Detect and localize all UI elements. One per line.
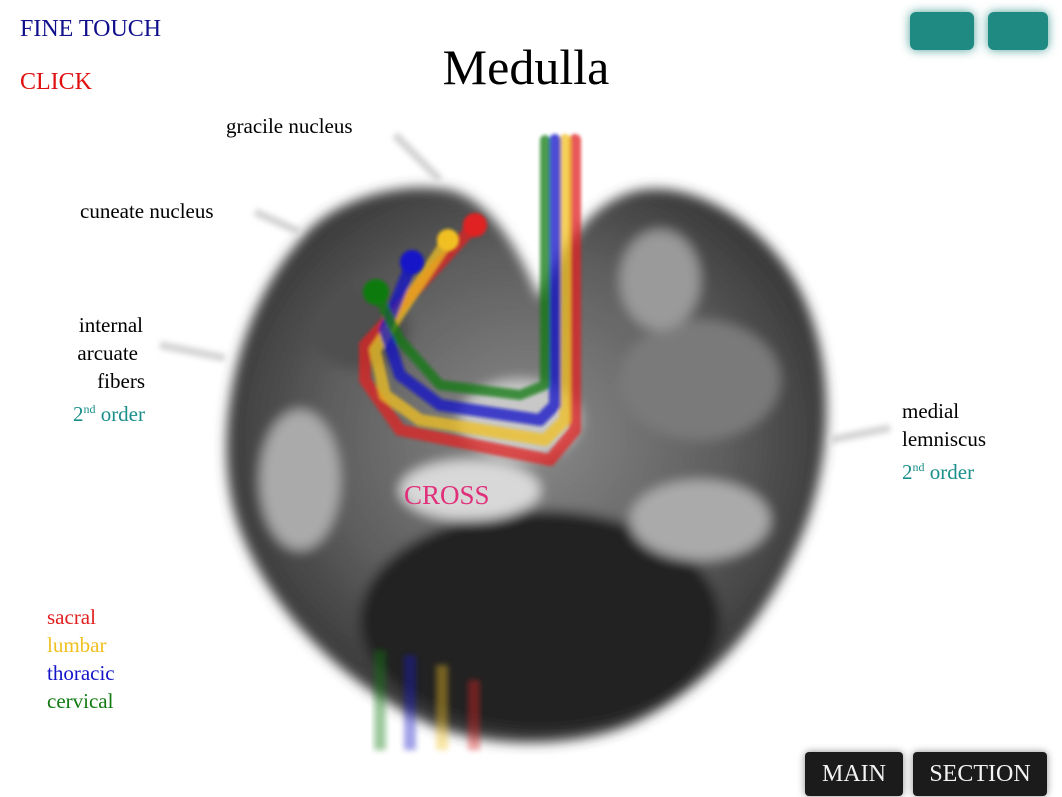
order-word: order: [100, 402, 145, 426]
internal-arcuate-order: 2nd order: [55, 395, 145, 428]
medial-lemniscus-order: 2nd order: [902, 453, 986, 486]
internal-arcuate-line2: arcuate: [77, 341, 138, 365]
next-slide-button[interactable]: [988, 12, 1048, 50]
legend-cervical: cervical: [47, 689, 114, 713]
legend-sacral: sacral: [47, 605, 96, 629]
previous-slide-button[interactable]: [910, 12, 974, 50]
legend-lumbar: lumbar: [47, 633, 107, 657]
fine-touch-link[interactable]: FINE TOUCH: [20, 16, 162, 42]
spinal-level-legend: sacral lumbar thoracic cervical: [47, 603, 115, 715]
order-number: 2: [902, 460, 913, 484]
section-button[interactable]: SECTION: [913, 752, 1047, 796]
medial-lemniscus-label: medial lemniscus 2nd order: [902, 397, 986, 486]
internal-arcuate-fibers-label: internal arcuate fibers 2nd order: [55, 311, 145, 428]
medial-lemniscus-line2: lemniscus: [902, 427, 986, 451]
medial-lemniscus-line1: medial: [902, 399, 960, 423]
legend-thoracic: thoracic: [47, 661, 115, 685]
gracile-nucleus-label: gracile nucleus: [226, 114, 353, 138]
order-word: order: [929, 460, 975, 484]
cross-label: CROSS: [404, 480, 490, 510]
cuneate-nucleus-label: cuneate nucleus: [80, 199, 214, 223]
internal-arcuate-line3: fibers: [97, 369, 145, 393]
internal-arcuate-line1: internal: [78, 313, 143, 337]
order-number: 2: [72, 402, 84, 426]
order-suffix: nd: [83, 402, 96, 416]
page-title: Medulla: [442, 39, 610, 95]
order-suffix: nd: [912, 460, 925, 474]
main-button[interactable]: MAIN: [805, 752, 903, 796]
click-link[interactable]: CLICK: [20, 69, 92, 95]
